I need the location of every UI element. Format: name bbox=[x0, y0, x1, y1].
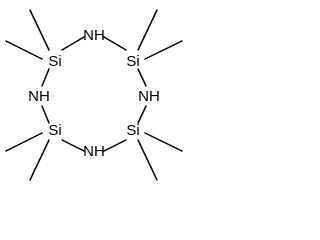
bond-si-tr-n-right bbox=[137, 68, 147, 87]
methyl-bond-6 bbox=[137, 139, 158, 181]
atom-si-bottom-left: Si bbox=[48, 122, 61, 139]
structure-diagram: Si NH Si NH Si NH Si NH bbox=[5, 9, 183, 181]
bond-n-bottom-si-bl bbox=[61, 139, 85, 152]
atom-si-bottom-right: Si bbox=[126, 122, 139, 139]
bond-n-right-si-br bbox=[137, 105, 147, 124]
atom-n-left: NH bbox=[28, 88, 50, 105]
methyl-bond-2 bbox=[5, 40, 43, 60]
atom-si-top-left: Si bbox=[48, 53, 61, 70]
methyl-bond-3 bbox=[137, 9, 158, 51]
atom-n-right: NH bbox=[138, 88, 160, 105]
bond-n-top-si-tr bbox=[103, 36, 127, 51]
bond-si-br-n-bottom bbox=[103, 139, 127, 152]
bond-n-left-si-tl bbox=[41, 68, 50, 87]
methyl-bond-4 bbox=[144, 40, 183, 60]
atom-n-top: NH bbox=[83, 27, 105, 44]
atom-n-bottom: NH bbox=[83, 143, 105, 160]
bond-si-tl-n-top bbox=[61, 36, 85, 51]
methyl-bond-5 bbox=[144, 132, 183, 152]
bond-si-bl-n-left bbox=[41, 105, 50, 124]
methyl-bond-7 bbox=[5, 132, 43, 152]
methyl-bond-8 bbox=[29, 139, 50, 181]
atom-si-top-right: Si bbox=[126, 53, 139, 70]
methyl-bond-1 bbox=[29, 9, 50, 51]
